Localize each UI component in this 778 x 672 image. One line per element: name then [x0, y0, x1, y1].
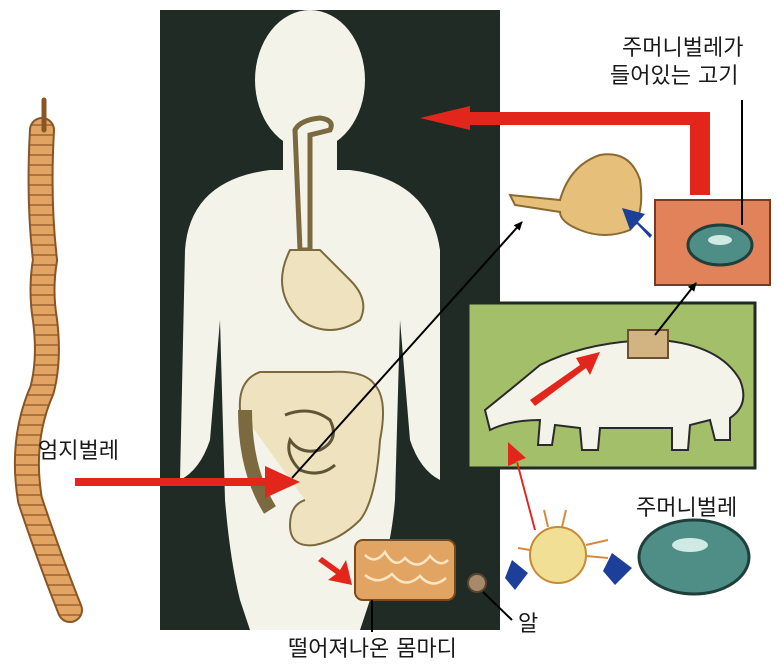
egg	[468, 574, 486, 592]
pig-panel	[468, 303, 755, 468]
label-cyst-meat-line1: 주머니벌레가	[622, 36, 743, 62]
label-egg: 알	[518, 612, 538, 638]
egg-to-oncosphere-arrow	[505, 560, 528, 590]
label-cysticercus: 주머니벌레	[636, 496, 737, 522]
adult-tapeworm	[27, 100, 70, 610]
proglottid	[355, 540, 455, 600]
meat-chunk	[655, 200, 770, 285]
label-adult-tapeworm: 엄지벌레	[38, 439, 119, 465]
scolex	[510, 154, 641, 235]
meat-sample-box	[628, 330, 668, 358]
cysticercus	[639, 520, 749, 594]
label-cyst-meat-line2: 들어있는 고기	[610, 64, 738, 90]
oncosphere	[518, 510, 608, 583]
label-proglottid: 떨어져나온 몸마디	[288, 637, 457, 663]
